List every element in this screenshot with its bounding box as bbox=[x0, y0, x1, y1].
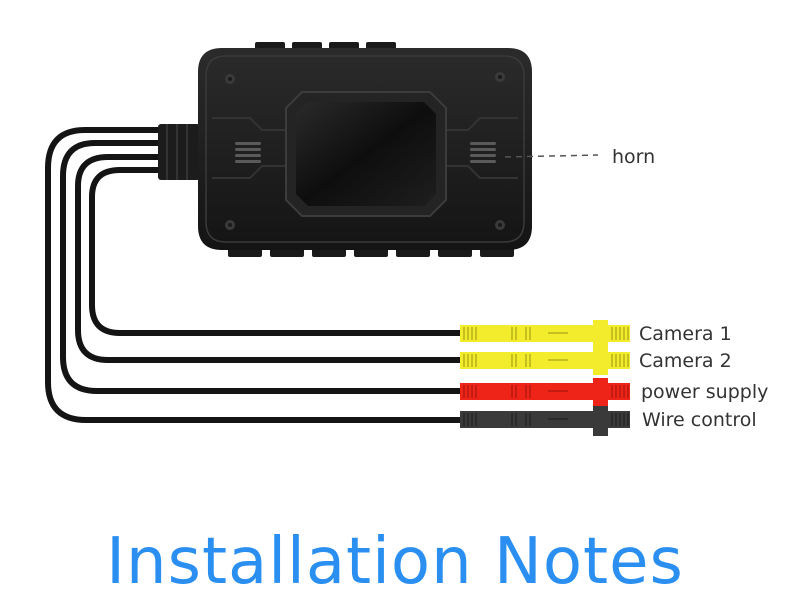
screw-icon bbox=[495, 72, 505, 82]
wire-control-label: Wire control bbox=[642, 409, 757, 431]
speaker-grille-icon bbox=[235, 142, 261, 163]
horn-leader-line bbox=[504, 154, 599, 158]
horn-label: horn bbox=[612, 146, 656, 168]
device-unit bbox=[198, 42, 532, 257]
speaker-grille-icon bbox=[470, 142, 496, 163]
cable-bundle bbox=[45, 127, 465, 423]
cable-wire-control bbox=[45, 127, 465, 423]
cable-camera-1 bbox=[89, 167, 465, 336]
camera-2-label: Camera 2 bbox=[639, 350, 732, 372]
connector-camera-2 bbox=[460, 347, 630, 375]
screw-icon bbox=[495, 220, 505, 230]
cable-power bbox=[60, 140, 465, 394]
cable-strain-relief bbox=[158, 124, 200, 180]
screw-icon bbox=[225, 220, 235, 230]
screw-icon bbox=[225, 74, 235, 84]
connector-wire-control bbox=[460, 406, 630, 436]
screen bbox=[296, 102, 436, 206]
connector-power-supply bbox=[460, 378, 630, 406]
cable-camera-2 bbox=[75, 154, 465, 363]
power-supply-label: power supply bbox=[641, 381, 769, 403]
page-title: Installation Notes bbox=[106, 525, 684, 599]
connector-camera-1 bbox=[460, 320, 630, 348]
camera-1-label: Camera 1 bbox=[639, 323, 732, 345]
